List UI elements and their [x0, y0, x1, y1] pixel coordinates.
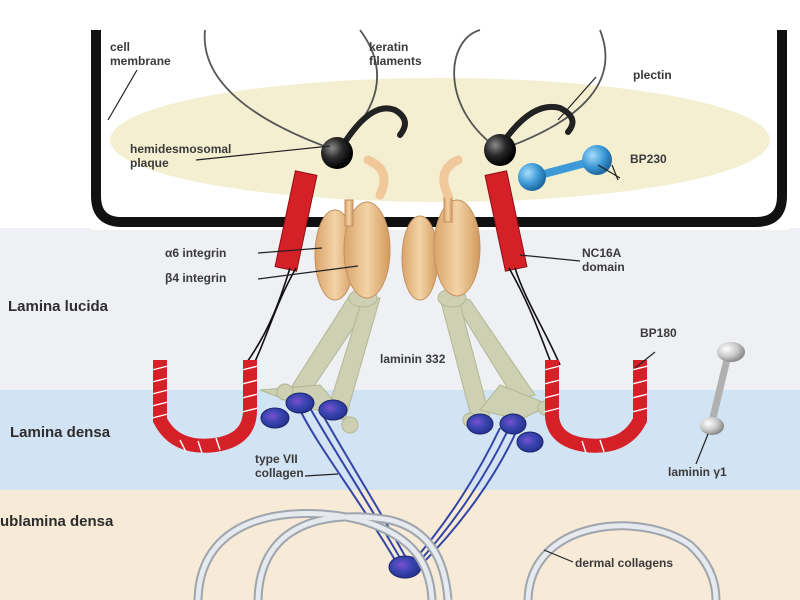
alpha6-beta4-integrins	[314, 195, 481, 301]
bp180-transmembrane	[274, 170, 528, 272]
lamina-lucida-band	[0, 228, 800, 390]
laminin-gamma1-label: laminin γ1	[668, 465, 727, 479]
leader-lines	[107, 69, 709, 563]
laminin-gamma1	[700, 342, 745, 435]
lamina-densa-label: Lamina densa	[10, 424, 111, 441]
sublamina-densa-label: Sublamina densa	[0, 513, 114, 530]
bp180-extracellular-strand	[244, 267, 561, 369]
dermal-collagens-label: dermal collagens	[575, 556, 674, 570]
plectin	[321, 103, 576, 169]
plectin-label: plectin	[633, 68, 672, 82]
laminin-332-label: laminin 332	[380, 352, 446, 366]
bp180-label: BP180	[640, 326, 677, 340]
bp230	[518, 145, 612, 191]
integrin-cytoplasmic-hooks	[363, 155, 463, 200]
bp230-label: BP230	[630, 152, 667, 166]
beta4-integrin-label: β4 integrin	[165, 271, 227, 285]
alpha6-integrin-label: α6 integrin	[165, 246, 227, 260]
dermal-collagens-highlight	[195, 511, 719, 600]
sublamina-densa-band	[0, 490, 800, 600]
bp180-collagenous-coils	[153, 360, 647, 453]
bp180-coil-stripes	[151, 365, 649, 454]
type-vii-collagen-nc1-globules	[260, 392, 544, 579]
lamina-lucida-label: Lamina lucida	[8, 298, 109, 315]
lamina-densa-band	[0, 390, 800, 490]
